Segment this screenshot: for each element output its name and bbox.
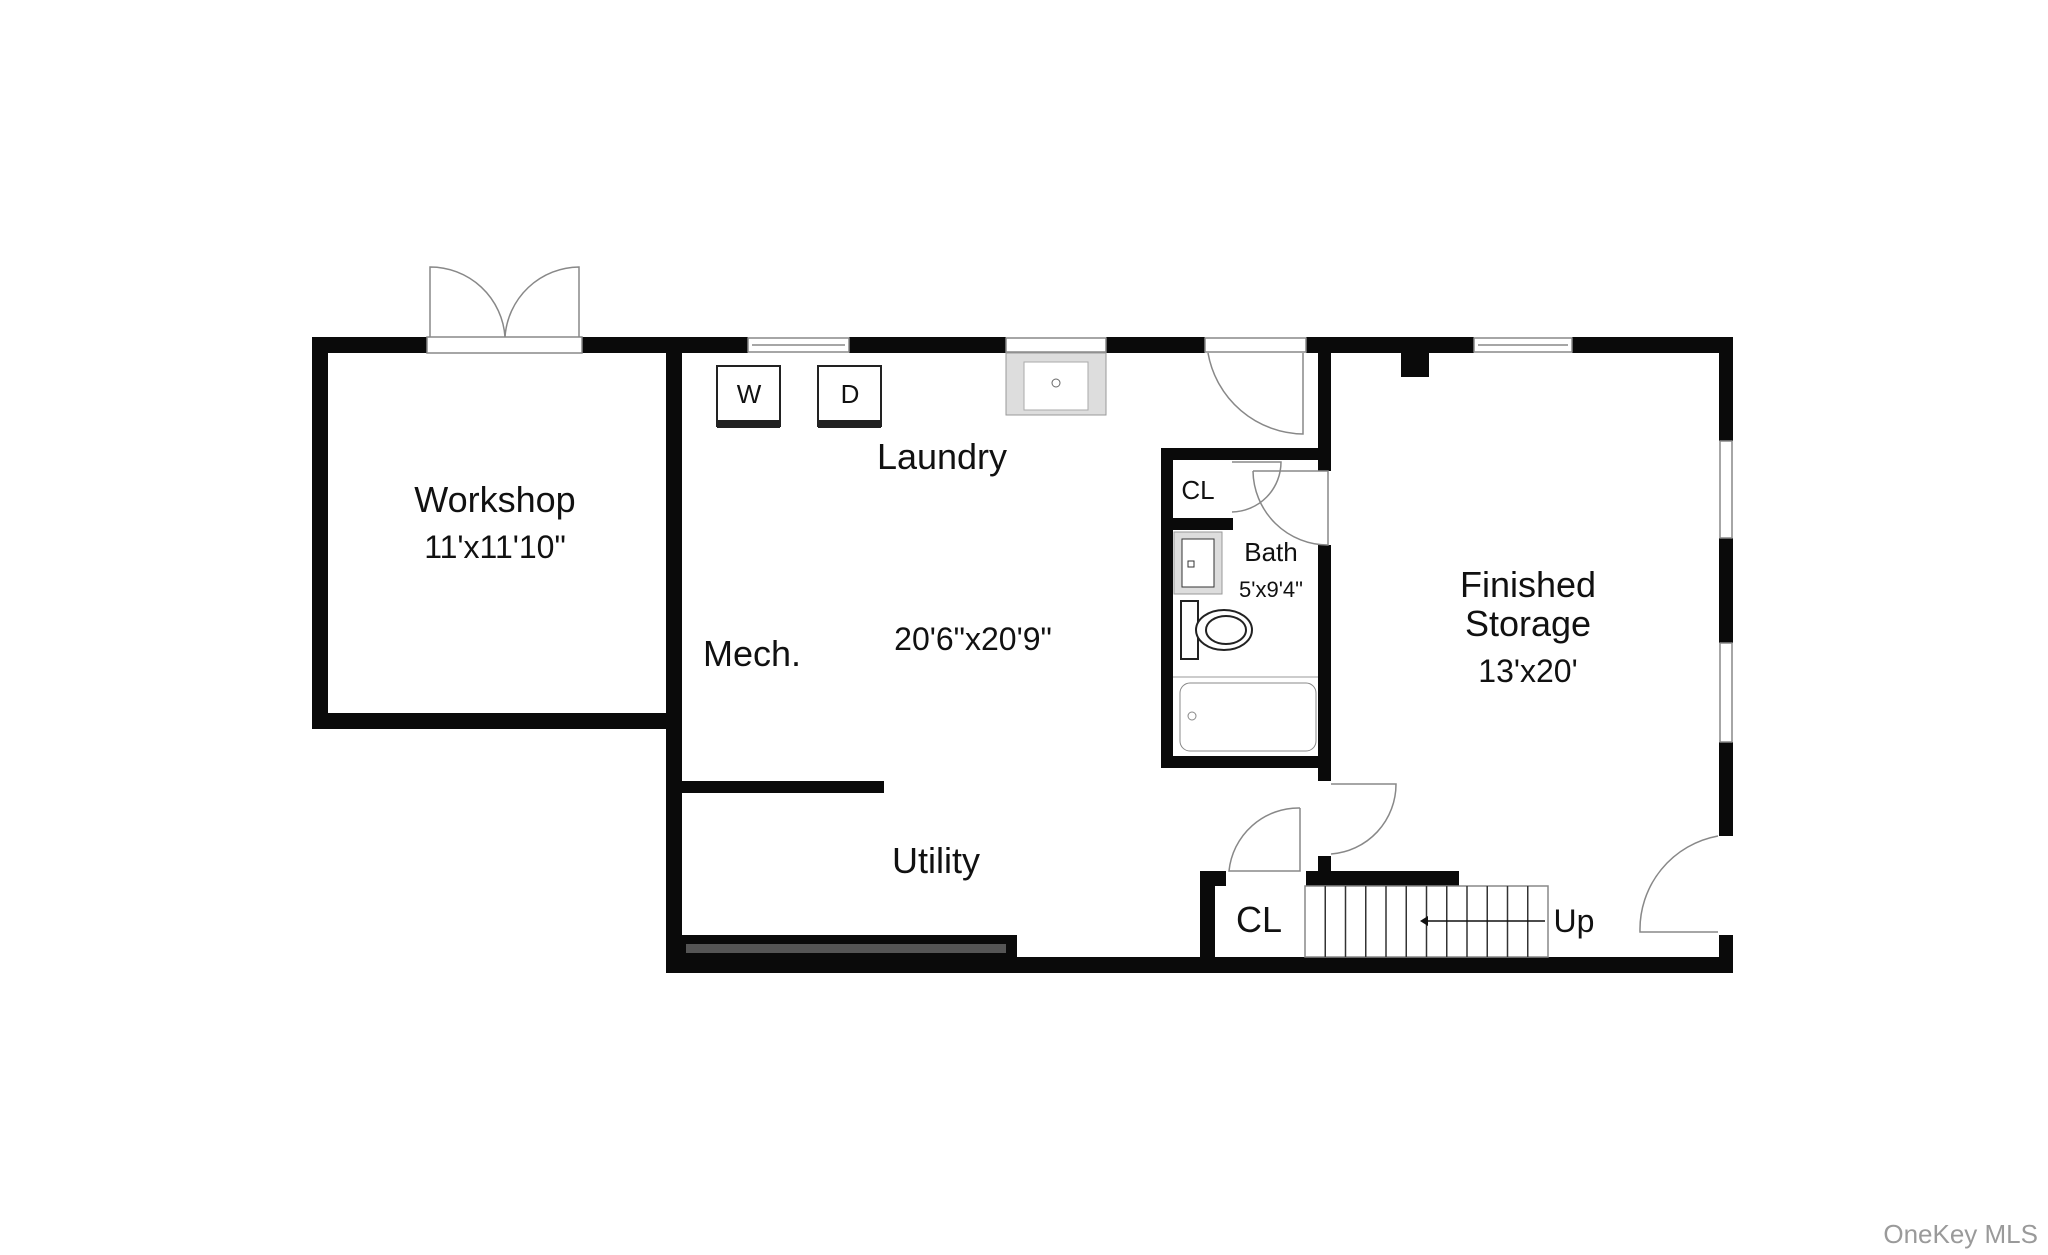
windows [747,337,1733,743]
washer-label: W [737,379,762,409]
watermark: OneKey MLS [1883,1219,2038,1249]
doors [426,266,1719,933]
stairs-up-label: Up [1554,903,1595,939]
bathtub-icon [1179,682,1317,752]
room-name-bath: Bath [1244,537,1298,567]
dryer-icon [817,365,882,427]
room-name-utility: Utility [892,840,980,881]
toilet-icon [1180,600,1253,660]
room-name-mech: Mech. [703,633,801,674]
room-size-main: 20'6"x20'9" [894,621,1052,657]
dryer-label: D [841,379,860,409]
room-name-storage-line2: Storage [1465,603,1591,644]
arrow-left-icon [1420,916,1428,926]
room-size-storage: 13'x20' [1478,653,1577,689]
room-size-workshop: 11'x11'10" [424,529,566,565]
room-size-bath: 5'x9'4" [1239,577,1303,602]
fixtures: W D [716,352,1318,752]
washer-icon [716,365,781,427]
walls [312,337,1733,973]
room-name-workshop: Workshop [414,479,575,520]
room-name-bath-closet: CL [1181,475,1214,505]
room-name-storage-line1: Finished [1460,564,1596,605]
room-name-laundry: Laundry [877,436,1007,477]
room-name-stair-closet: CL [1236,899,1282,940]
